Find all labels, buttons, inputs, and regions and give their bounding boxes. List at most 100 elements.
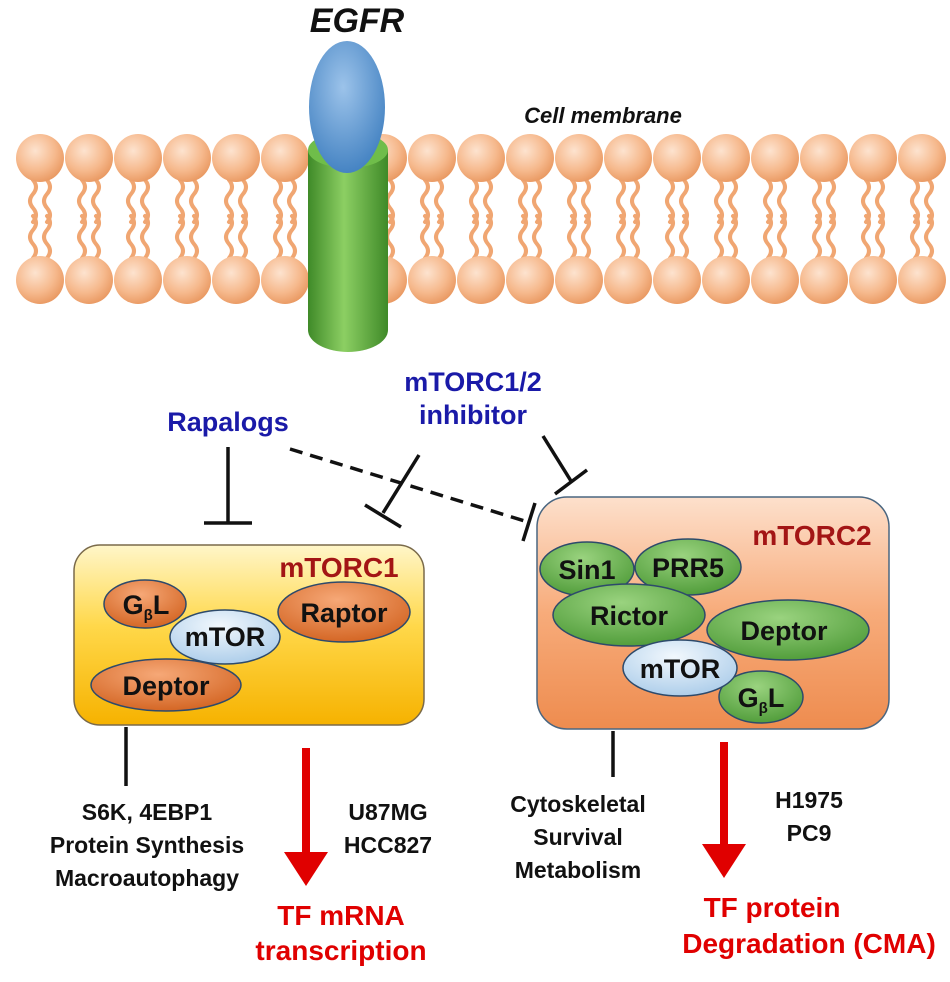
lipid-head [16,134,64,182]
lipid-tail [763,178,773,224]
lipid-head [457,134,505,182]
lipid-tail [483,214,493,260]
lipid-tail [126,178,136,224]
lipid-tail [763,214,773,260]
lipid-tail [924,178,934,224]
lipid-head [898,256,946,304]
lipid-tail [42,178,52,224]
lipid-head [849,134,897,182]
lipid-tail [630,214,640,260]
lipid-tail [469,214,479,260]
mtorc2-rictor-protein [552,583,706,647]
lipid-tail [777,178,787,224]
lipid-tail [434,178,444,224]
lipid-tail [875,178,885,224]
egfr-extracellular-domain [309,41,385,173]
lipid-tail [483,178,493,224]
lipid-tail [518,214,528,260]
mtorc1-red-arrow-head [284,852,328,886]
mtorc2-mtor-label: mTOR [640,654,721,684]
lipid-head [653,134,701,182]
egfr-label: EGFR [310,2,405,40]
lipid-head [506,134,554,182]
lipid-tail [532,178,542,224]
lipid-tail [567,178,577,224]
lipid-tail [665,214,675,260]
lipid-head [702,134,750,182]
lipid-head [800,256,848,304]
lipid-head [212,256,260,304]
lipid-tail [189,178,199,224]
rapalogs-label: Rapalogs [167,407,289,437]
lipid-head [555,256,603,304]
egfr-transmembrane-cylinder [308,150,388,352]
lipid-tail [273,178,283,224]
lipid-head [163,134,211,182]
lipid-head [163,256,211,304]
membrane-label: Cell membrane [524,103,682,128]
lipid-head [408,134,456,182]
lipid-tail [91,214,101,260]
lipid-head [898,134,946,182]
lipid-tail [826,178,836,224]
mtorc2-downstream-text-1: Cytoskeletal [510,791,646,817]
mtorc2-gbl-label: GβL [738,683,785,717]
lipid-tail [714,178,724,224]
lipid-head [751,134,799,182]
lipid-tail [924,214,934,260]
lipid-head [604,134,652,182]
lipid-tail [581,214,591,260]
lipid-tail [777,214,787,260]
lipid-tail [910,214,920,260]
lipid-tail [469,178,479,224]
lipid-tail [140,214,150,260]
lipid-tail [728,214,738,260]
lipid-tail [665,178,675,224]
lipid-head [212,134,260,182]
mtorc2-complex: mTORC2 Sin1 PRR5 Rictor Deptor mTOR GβL [536,496,890,730]
mtorc1-gbl-label: GβL [123,590,170,624]
lipid-tail [679,178,689,224]
lipid-head [800,134,848,182]
lipid-tail [287,214,297,260]
lipid-tail [28,178,38,224]
lipid-tail [616,214,626,260]
inhibition-arrows [204,435,589,542]
lipid-tail [581,178,591,224]
lipid-tail [28,214,38,260]
lipid-head [114,256,162,304]
lipid-tail [224,178,234,224]
mtorc2-downstream-text-2: Survival [533,824,623,850]
mtorc2-rictor-label: Rictor [590,601,669,631]
lipid-tail [175,214,185,260]
lipid-tail [238,214,248,260]
lipid-head [16,256,64,304]
inhibitor-to-mtorc1-bar [364,503,402,529]
lipid-head [555,134,603,182]
lipid-head [261,134,309,182]
lipid-tail [714,214,724,260]
mtorc2-red-arrow-head [702,844,746,878]
lipid-tail [175,178,185,224]
lipid-tail [861,214,871,260]
inhibitor-label-line2: inhibitor [419,400,527,430]
lipid-tail [91,178,101,224]
lipid-head [849,256,897,304]
lipid-tail [532,214,542,260]
lipid-tail [238,178,248,224]
lipid-tail [420,214,430,260]
lipid-tail [287,178,297,224]
lipid-tail [420,178,430,224]
lipid-tail [77,178,87,224]
lipid-tail [273,214,283,260]
mtorc2-cell-line-2: PC9 [787,820,832,846]
inhibitor-to-mtorc2-bar [553,468,589,496]
lipid-tail [224,214,234,260]
mtorc2-cell-line-1: H1975 [775,787,843,813]
lipid-head [751,256,799,304]
lipid-tail [826,214,836,260]
lipid-head [653,256,701,304]
mtorc2-mtor-protein [622,639,738,697]
mtorc2-prr5-label: PRR5 [652,553,724,583]
